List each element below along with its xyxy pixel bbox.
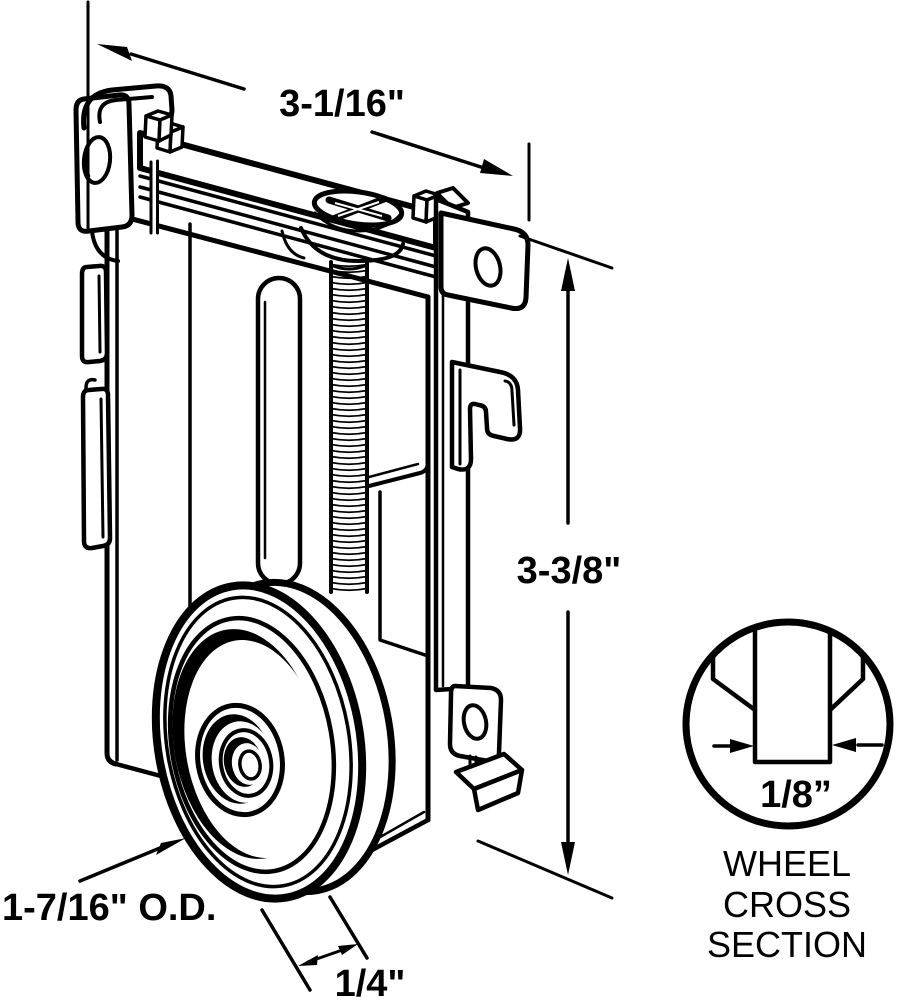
arrowhead-icon — [338, 944, 358, 955]
arrowhead-icon — [298, 955, 318, 966]
arrowhead-icon — [561, 842, 575, 875]
left-bracket — [73, 83, 185, 263]
bracket-hole-icon — [81, 135, 113, 185]
cross-section-caption-line3: SECTION — [707, 924, 867, 965]
arrowhead-icon — [97, 44, 132, 61]
dimension-wheel-od: 1-7/16" O.D. — [2, 838, 216, 929]
arrowhead-icon — [156, 838, 186, 855]
right-bracket — [433, 186, 531, 813]
groove-profile — [710, 625, 866, 765]
wheel-cross-section: 1/8” WHEEL CROSS SECTION — [682, 618, 894, 965]
dimension-height-label: 3-3/8" — [517, 550, 622, 592]
groove-width-label: 1/8” — [760, 774, 832, 816]
roller-wheel — [151, 578, 396, 903]
dimension-od-label: 1-7/16" O.D. — [2, 887, 216, 929]
housing — [104, 209, 431, 853]
cross-section-circle — [682, 618, 894, 830]
left-side-tabs — [79, 263, 113, 551]
dimension-width-label: 3-1/16" — [279, 83, 405, 125]
dimension-wheel-thickness: 1/4" — [260, 895, 406, 1000]
dimension-thickness-label: 1/4" — [335, 963, 406, 1000]
bracket-hole-icon — [461, 703, 489, 741]
phillips-screw — [280, 188, 405, 263]
arrowhead-icon — [561, 258, 575, 291]
bracket-hook — [449, 359, 523, 472]
adjustment-screw-shaft — [329, 260, 369, 594]
bracket-hole-icon — [473, 246, 503, 288]
arrowhead-icon — [480, 159, 513, 176]
arrowhead-icon — [832, 738, 856, 752]
cross-section-caption-line1: WHEEL — [723, 843, 851, 884]
dimension-height-right: 3-3/8" — [476, 234, 622, 900]
arrowhead-icon — [730, 739, 754, 753]
roller-assembly-drawing — [73, 83, 531, 903]
clip-block — [411, 189, 441, 224]
cross-section-caption-line2: CROSS — [723, 884, 851, 925]
wheel-axle-bore — [238, 749, 262, 781]
dimension-width-top: 3-1/16" — [86, 0, 531, 230]
